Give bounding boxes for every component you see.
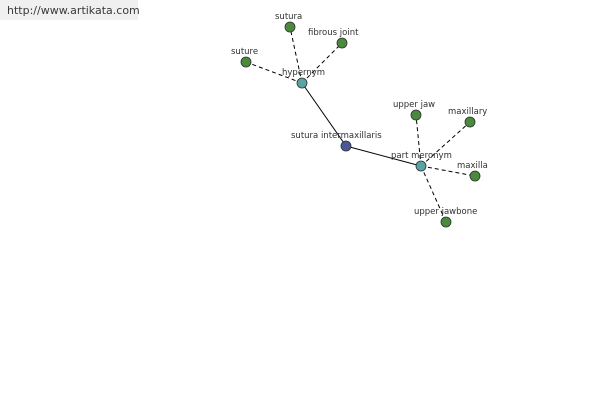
node-label-suture: suture — [231, 47, 258, 57]
graph-labels: sutura intermaxillaris hypernym part meron… — [231, 12, 488, 217]
graph-nodes — [240, 21, 481, 228]
edge-center-to-hypernym — [301, 82, 347, 147]
graph-edges — [245, 26, 476, 223]
node-label-upper-jaw: upper jaw — [393, 100, 435, 110]
edge-part-meronym-to-upper-jaw — [415, 114, 422, 167]
site-url-link[interactable]: http://www.artikata.com — [0, 0, 140, 20]
edge-part-meronym-to-maxilla — [420, 165, 476, 177]
node-label-sutura: sutura — [275, 12, 302, 22]
node-fibrous-joint[interactable] — [336, 37, 348, 49]
node-label-center: sutura intermaxillaris — [291, 131, 382, 141]
edge-hypernym-to-suture — [245, 61, 303, 84]
node-upper-jawbone[interactable] — [440, 216, 452, 228]
edge-hypernym-to-sutura — [289, 26, 303, 84]
node-label-fibrous-joint: fibrous joint — [308, 28, 359, 38]
edge-part-meronym-to-maxillary — [420, 121, 471, 167]
node-label-upper-jawbone: upper jawbone — [414, 207, 477, 217]
node-label-hypernym: hypernym — [282, 68, 325, 78]
node-hypernym[interactable] — [296, 77, 308, 89]
node-label-maxillary: maxillary — [448, 107, 487, 117]
node-label-part-meronym: part meronym — [391, 151, 452, 161]
node-maxillary[interactable] — [464, 116, 476, 128]
edge-hypernym-to-fibrous-joint — [301, 42, 343, 84]
node-label-maxilla: maxilla — [457, 161, 488, 171]
node-suture[interactable] — [240, 56, 252, 68]
node-maxilla[interactable] — [469, 170, 481, 182]
edge-part-meronym-to-upper-jawbone — [420, 165, 447, 223]
node-part-meronym[interactable] — [415, 160, 427, 172]
node-sutura[interactable] — [284, 21, 296, 33]
edge-center-to-part-meronym — [345, 145, 422, 167]
node-upper-jaw[interactable] — [410, 109, 422, 121]
node-center[interactable] — [340, 140, 352, 152]
